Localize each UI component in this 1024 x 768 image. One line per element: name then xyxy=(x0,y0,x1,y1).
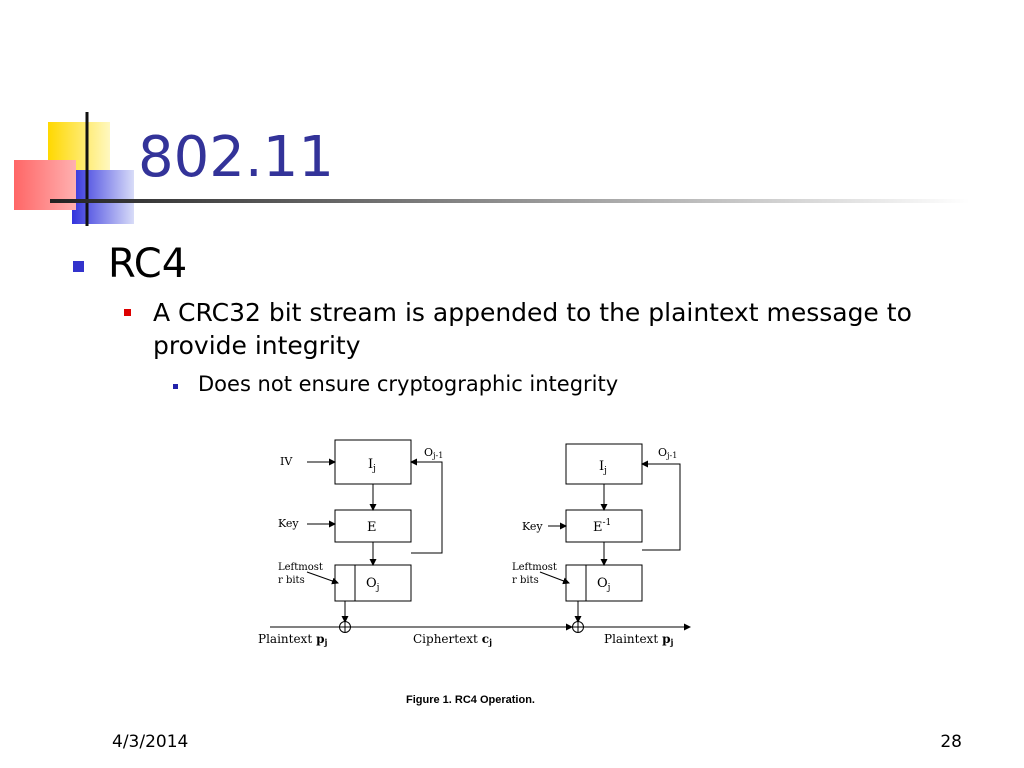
figure-caption: Figure 1. RC4 Operation. xyxy=(406,694,535,706)
register-label: I xyxy=(599,459,604,474)
decrypt-superscript: -1 xyxy=(603,518,612,528)
plaintext-in-label: Plaintext xyxy=(258,632,312,646)
bullet-level3: Does not ensure cryptographic integrity xyxy=(198,372,619,396)
bullet-square-icon xyxy=(173,384,178,389)
svg-text:Oj-1: Oj-1 xyxy=(658,446,677,460)
feedback-label: O xyxy=(658,446,667,459)
feedback-subscript: j-1 xyxy=(432,451,443,460)
register-subscript: j xyxy=(603,466,607,476)
key-label: Key xyxy=(522,520,543,533)
encrypt-label: E xyxy=(367,520,377,535)
bullet-level2: A CRC32 bit stream is appended to the pl… xyxy=(153,298,912,360)
feedback-subscript: j-1 xyxy=(666,451,677,460)
bullet-level1: RC4 xyxy=(108,241,188,287)
title-rule xyxy=(50,199,970,203)
feedback-label: O xyxy=(424,446,433,459)
svg-text:Oj-1: Oj-1 xyxy=(424,446,443,460)
ciphertext-sub: j xyxy=(488,637,492,647)
title-decoration xyxy=(14,112,970,226)
output-label: O xyxy=(597,576,608,591)
svg-text:Ij: Ij xyxy=(599,459,607,476)
iv-label: IV xyxy=(280,455,293,468)
leftmost-label: Leftmost xyxy=(512,562,557,573)
page-number: 28 xyxy=(940,732,962,752)
plaintext-out-var: p xyxy=(662,632,670,646)
output-subscript: j xyxy=(376,583,380,593)
register-subscript: j xyxy=(372,464,376,474)
svg-text:E-1: E-1 xyxy=(593,518,611,535)
plaintext-out-sub: j xyxy=(670,637,674,647)
bullet-square-icon xyxy=(124,309,131,316)
rc4-diagram: IV Key Oj-1 Ij E Leftmost r bits Oj Oj-1… xyxy=(258,439,691,647)
register-label: I xyxy=(368,457,373,472)
output-subscript: j xyxy=(607,583,611,593)
leftmost-label: Leftmost xyxy=(278,562,323,573)
footer-date: 4/3/2014 xyxy=(112,732,189,752)
slide-title: 802.11 xyxy=(138,125,334,190)
bullet-square-icon xyxy=(73,261,84,272)
rbits-label: r bits xyxy=(512,575,539,586)
rbits-label: r bits xyxy=(278,575,305,586)
svg-text:Ij: Ij xyxy=(368,457,376,474)
plaintext-out-label: Plaintext xyxy=(604,632,658,646)
svg-text:Oj: Oj xyxy=(366,576,379,593)
output-label: O xyxy=(366,576,377,591)
ciphertext-var: c xyxy=(482,632,489,646)
key-label: Key xyxy=(278,517,299,530)
decrypt-label: E xyxy=(593,520,603,535)
plaintext-in-sub: j xyxy=(324,637,328,647)
ciphertext-label: Ciphertext xyxy=(413,632,478,646)
plaintext-in-var: p xyxy=(316,632,324,646)
svg-text:Oj: Oj xyxy=(597,576,610,593)
blue-square xyxy=(72,170,134,224)
